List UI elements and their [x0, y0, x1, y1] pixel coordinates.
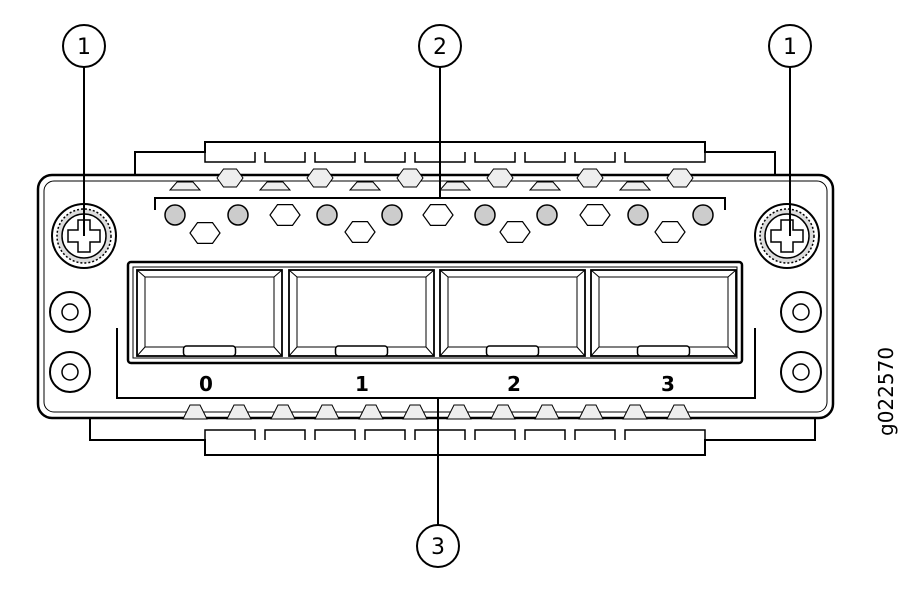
vent-slot: [314, 404, 340, 420]
vent-hex: [579, 204, 611, 226]
port-label: 2: [507, 372, 521, 396]
led-indicator: [627, 204, 649, 226]
sfp-port: [136, 269, 283, 357]
vent-slot: [168, 181, 202, 191]
mount-holes-left: [49, 291, 91, 393]
sfp-port: [288, 269, 435, 357]
port-labels: 0 1 2 3: [199, 372, 675, 396]
callout-bottom-text: 3: [431, 535, 445, 560]
leader-lines: [83, 67, 791, 525]
vent-hex: [189, 222, 221, 244]
led-indicator: [692, 204, 714, 226]
latch-tab: [485, 345, 540, 357]
latch-tab: [334, 345, 389, 357]
figure-id: g022570: [874, 347, 898, 436]
vent-slot: [528, 181, 562, 191]
bottom-rail: [89, 418, 816, 456]
plus-icon: [770, 219, 804, 253]
led-indicator: [536, 204, 558, 226]
callout-left: 1: [62, 24, 106, 68]
vent-slot: [258, 181, 292, 191]
callout-top: 2: [418, 24, 462, 68]
led-row: [164, 204, 714, 226]
led-indicator: [381, 204, 403, 226]
port-bracket: [116, 328, 756, 399]
vent-slot: [270, 404, 296, 420]
vent-row-top: [168, 168, 694, 191]
led-indicator: [164, 204, 186, 226]
latch-tab: [636, 345, 691, 357]
vent-slot: [578, 404, 604, 420]
port-label: 0: [199, 372, 213, 396]
vent-hex: [576, 168, 604, 188]
mount-holes-right: [780, 291, 822, 393]
vent-slot: [618, 181, 652, 191]
vent-slot: [226, 404, 252, 420]
sfp-port: [439, 269, 586, 357]
led-indicator: [316, 204, 338, 226]
vent-hex: [666, 168, 694, 188]
vent-slot: [348, 181, 382, 191]
vent-slot: [402, 404, 428, 420]
led-indicator: [474, 204, 496, 226]
callout-right-text: 1: [783, 35, 797, 60]
vent-slot: [446, 404, 472, 420]
sfp-port: [590, 269, 737, 357]
led-indicator: [227, 204, 249, 226]
vent-slot: [534, 404, 560, 420]
vent-slot: [490, 404, 516, 420]
vent-hex: [499, 221, 531, 243]
latch-tab: [182, 345, 237, 357]
callout-right: 1: [768, 24, 812, 68]
faceplate-inner: [43, 180, 828, 413]
port-label: 1: [355, 372, 369, 396]
vent-hex: [269, 204, 301, 226]
vent-slot: [182, 404, 208, 420]
screw-right: [754, 203, 820, 269]
callout-bottom: 3: [416, 524, 460, 568]
led-hex-row: [189, 204, 686, 244]
vent-hex: [422, 204, 454, 226]
vent-slot: [358, 404, 384, 420]
top-rail: [134, 141, 776, 175]
vent-hex: [396, 168, 424, 188]
port-cage-inner: [132, 266, 738, 359]
vent-slot: [438, 181, 472, 191]
vent-hex: [306, 168, 334, 188]
vent-hex: [486, 168, 514, 188]
vent-row-bottom: [182, 404, 692, 420]
vent-hex: [344, 221, 376, 243]
bottom-rail-teeth: [204, 429, 706, 440]
sfp-ports: [136, 269, 737, 357]
vent-slot: [622, 404, 648, 420]
callout-top-text: 2: [433, 35, 447, 60]
port-label: 3: [661, 372, 675, 396]
vent-hex: [216, 168, 244, 188]
callout-left-text: 1: [77, 35, 91, 60]
vent-hex: [654, 221, 686, 243]
top-rail-teeth: [204, 152, 706, 163]
vent-slot: [666, 404, 692, 420]
